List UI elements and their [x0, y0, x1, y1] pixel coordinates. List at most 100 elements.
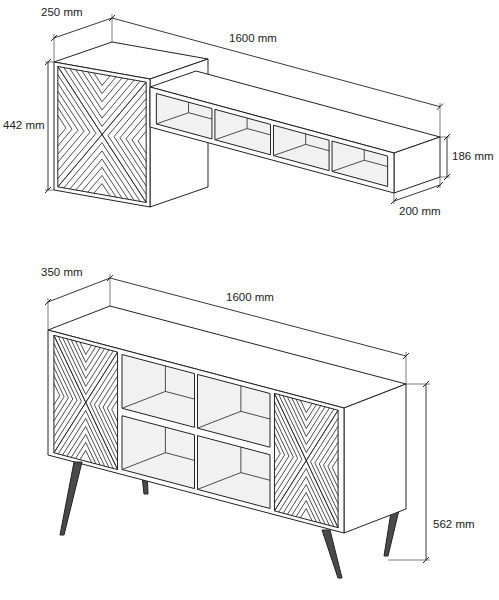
open-compartment — [122, 416, 195, 489]
stand-front — [48, 330, 344, 533]
door-pattern-line — [114, 93, 146, 186]
door-pattern-line — [64, 136, 140, 201]
door-pattern-line — [138, 130, 146, 154]
extension-line — [45, 62, 54, 63]
door-pattern-line — [54, 383, 60, 406]
door-pattern-line — [54, 343, 81, 452]
dimension-line — [48, 278, 110, 302]
extension-line — [48, 298, 49, 330]
open-compartment — [273, 125, 329, 170]
compartment-floor-edge — [122, 391, 165, 408]
shelf-end — [394, 137, 440, 193]
extension-line — [388, 560, 430, 561]
open-compartment — [156, 94, 212, 139]
door-pattern-line — [274, 401, 301, 510]
door-pattern-line — [94, 73, 110, 87]
door-pattern-line — [300, 400, 312, 414]
patterned-door — [54, 335, 118, 469]
door-pattern-line — [292, 489, 321, 523]
compartment-back-edge — [364, 160, 387, 166]
door-pattern-line — [54, 351, 77, 443]
door-pattern-line — [103, 380, 118, 437]
door-pattern-line — [274, 425, 289, 482]
compartment-corner-edge — [364, 150, 365, 160]
open-compartment — [332, 141, 388, 186]
dimension-label: 1600 mm — [225, 291, 275, 304]
dimension-label: 250 mm — [40, 6, 84, 19]
door-pattern-line — [315, 420, 338, 512]
door-pattern-line — [88, 173, 116, 197]
compartment-corner-edge — [247, 118, 248, 128]
door-pattern-line — [324, 438, 339, 495]
compartment-back-edge — [241, 473, 270, 481]
patterned-door — [274, 393, 338, 527]
door-pattern-line — [332, 457, 338, 480]
door-pattern-line — [64, 68, 140, 133]
door-pattern-line — [296, 498, 316, 522]
door-pattern-line — [58, 116, 66, 140]
door-pattern-line — [80, 342, 92, 356]
dimension-line — [394, 185, 440, 201]
door-pattern-line — [99, 371, 118, 446]
door-pattern-line — [300, 507, 312, 521]
door-pattern-line — [274, 417, 293, 492]
compartment-back-edge — [165, 391, 194, 399]
door-pattern-line — [58, 99, 78, 157]
extension-line — [394, 193, 395, 204]
dimension-line — [110, 278, 406, 356]
dimension-line — [54, 18, 112, 38]
compartment-corner-edge — [165, 427, 166, 453]
open-compartment — [197, 374, 270, 447]
dimension-label: 442 mm — [2, 119, 46, 132]
compartment-back-edge — [241, 411, 270, 419]
dimension-tick — [109, 15, 115, 21]
open-compartment — [215, 109, 271, 154]
door-pattern-line — [76, 341, 96, 365]
tapered-leg — [322, 530, 342, 578]
door-pattern-line — [54, 375, 64, 415]
compartment-back-edge — [165, 453, 194, 461]
door-pattern-line — [94, 362, 117, 454]
door-pattern-line — [126, 111, 146, 169]
door-pattern-line — [274, 409, 297, 501]
door-pattern-line — [58, 107, 72, 148]
dimension-line — [112, 18, 440, 107]
extension-line — [54, 34, 55, 62]
extension-line — [440, 103, 441, 137]
compartment-corner-edge — [240, 447, 241, 473]
door-pattern-line — [328, 447, 338, 487]
door-pattern-line — [82, 164, 122, 199]
stand-end — [344, 384, 406, 533]
compartment-floor-edge — [332, 160, 364, 171]
compartment-floor-edge — [215, 129, 247, 140]
door-pattern-line — [54, 359, 73, 434]
door-pattern-line — [82, 71, 122, 106]
patterned-door — [58, 67, 146, 203]
door-pattern-line — [107, 389, 117, 429]
door-pattern-line — [58, 91, 84, 167]
door-pattern-line — [54, 367, 69, 424]
compartment-back-edge — [247, 129, 270, 135]
dimension-label: 562 mm — [432, 518, 476, 531]
door-pattern-line — [287, 397, 325, 442]
door-pattern-line — [76, 70, 128, 115]
compartment-floor-edge — [197, 411, 240, 428]
door-pattern-line — [80, 449, 92, 463]
door-pattern-line — [94, 182, 110, 196]
compartment-corner-edge — [188, 102, 189, 112]
tapered-leg — [60, 462, 82, 535]
door-pattern-line — [67, 421, 105, 466]
door-pattern-line — [120, 102, 146, 178]
cabinet-front — [54, 62, 150, 207]
door-pattern-line — [76, 440, 96, 464]
compartment-corner-edge — [305, 134, 306, 144]
door-pattern-line — [88, 72, 116, 96]
compartment-back-edge — [306, 144, 329, 150]
compartment-floor-edge — [122, 453, 165, 470]
dimension-line — [426, 384, 427, 560]
extension-line — [406, 384, 430, 385]
dimension-label: 350 mm — [40, 266, 84, 279]
door-pattern-line — [76, 154, 128, 199]
door-pattern-line — [90, 353, 117, 462]
